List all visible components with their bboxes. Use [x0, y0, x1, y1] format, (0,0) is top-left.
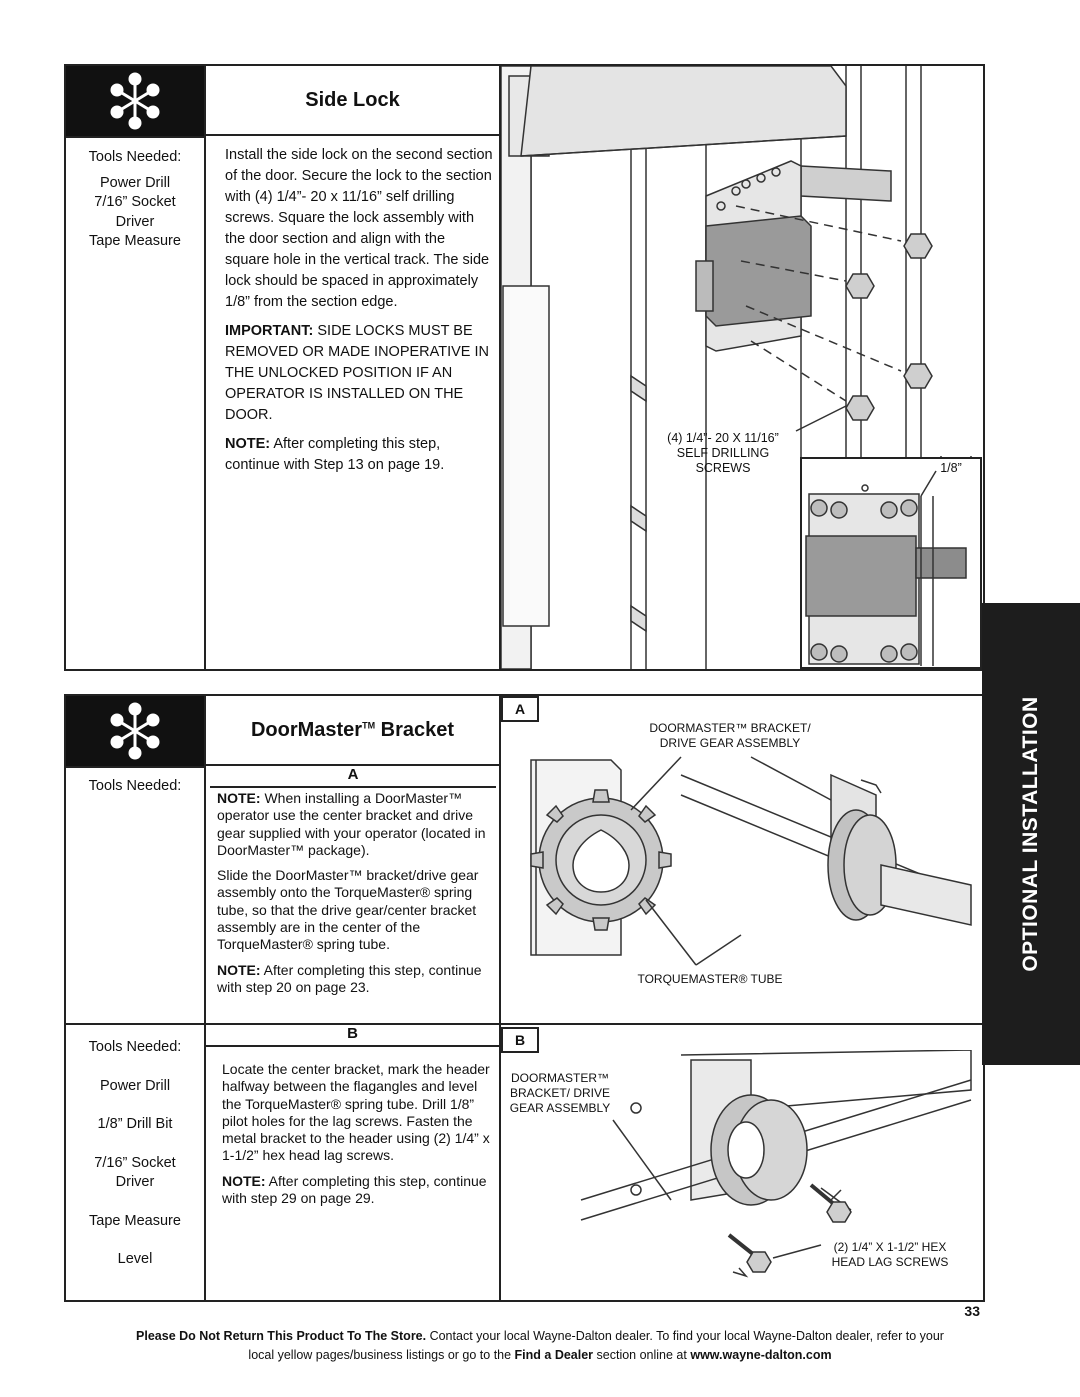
divider: [66, 1023, 983, 1025]
doormaster-gear-illustration-b: [580, 1050, 972, 1278]
tool-item: Level: [117, 1251, 153, 1267]
tools-list: Tools Needed: Power Drill 1/8” Drill Bit…: [66, 1038, 204, 1270]
tool-item: 7/16” Socket: [94, 194, 176, 210]
torquemaster-tube-label: TORQUEMASTER® TUBE: [637, 972, 783, 986]
divider: [204, 66, 206, 669]
page-number: 33: [964, 1303, 980, 1319]
instruction-text: Locate the center bracket, mark the head…: [222, 1061, 490, 1164]
footer: Please Do Not Return This Product To The…: [136, 1329, 944, 1362]
divider: [499, 696, 501, 1300]
tool-item: Driver: [115, 213, 155, 230]
step-icon-box: [66, 66, 204, 136]
doormaster-gear-illustration-a: [530, 756, 972, 966]
step-a-header: A: [210, 766, 496, 788]
tools-heading: Tools Needed:: [88, 778, 182, 794]
divider: [206, 764, 499, 766]
section-title: DoorMasterTM Bracket: [250, 719, 455, 741]
note: NOTE: After completing this step, contin…: [222, 1172, 487, 1207]
divider: [204, 696, 206, 1300]
divider: [499, 66, 501, 669]
gap-callout: 1/8”: [940, 461, 962, 475]
note: NOTE: After completing this step, contin…: [217, 961, 482, 995]
side-lock-panel: [64, 64, 985, 671]
instruction-text: Slide the DoorMaster™ bracket/drive gear…: [217, 867, 479, 953]
note: NOTE: After completing this step, contin…: [225, 436, 445, 473]
tools-heading: Tools Needed:: [88, 1039, 182, 1055]
tool-item: 7/16” Socket: [94, 1154, 176, 1171]
screws-callout: (4) 1/4”- 20 X 11/16” SELF DRILLING SCRE…: [667, 431, 779, 475]
tool-item: Power Drill: [99, 174, 171, 191]
tools-heading: Tools Needed:: [88, 149, 182, 165]
step-a-instructions: NOTE: When installing a DoorMaster™ oper…: [217, 790, 495, 1004]
side-lock-illustration: [501, 66, 982, 669]
lag-screws-label: (2) 1/4” X 1-1/2” HEX HEAD LAG SCREWS: [831, 1240, 949, 1269]
tool-item: Tape Measure: [89, 1212, 181, 1229]
tools-list: Tools Needed: Power Drill 7/16” Socket D…: [66, 148, 204, 252]
tool-item: Power Drill: [99, 1077, 171, 1094]
section-title: Side Lock: [305, 89, 400, 111]
important-notice: IMPORTANT: SIDE LOCKS MUST BE REMOVED OR…: [225, 323, 489, 423]
tools-list: Tools Needed:: [66, 777, 204, 797]
figure-a-label: DOORMASTER™ BRACKET/ DRIVE GEAR ASSEMBLY: [649, 721, 811, 750]
tool-item: 1/8” Drill Bit: [97, 1116, 173, 1132]
note: NOTE: When installing a DoorMaster™ oper…: [217, 790, 486, 858]
figure-tag-a: A: [501, 696, 539, 722]
website-link[interactable]: www.wayne-dalton.com: [690, 1348, 832, 1362]
divider: [206, 134, 499, 136]
figure-tag-b: B: [501, 1027, 539, 1053]
step-b-instructions: Locate the center bracket, mark the head…: [222, 1061, 494, 1215]
instructions: Install the side lock on the second sect…: [225, 145, 493, 484]
step-b-header: B: [206, 1025, 499, 1047]
snowflake-icon: [110, 702, 160, 760]
tool-item: Driver: [115, 1174, 155, 1190]
optional-installation-tab: OPTIONAL INSTALLATION: [982, 603, 1080, 1065]
snowflake-icon: [110, 72, 160, 130]
step-icon-box: [66, 696, 204, 766]
divider: [66, 136, 204, 138]
figure-b-label: DOORMASTER™ BRACKET/ DRIVE GEAR ASSEMBLY: [509, 1071, 611, 1115]
tool-item: Tape Measure: [89, 233, 181, 249]
instruction-text: Install the side lock on the second sect…: [225, 147, 493, 310]
divider: [66, 766, 204, 768]
